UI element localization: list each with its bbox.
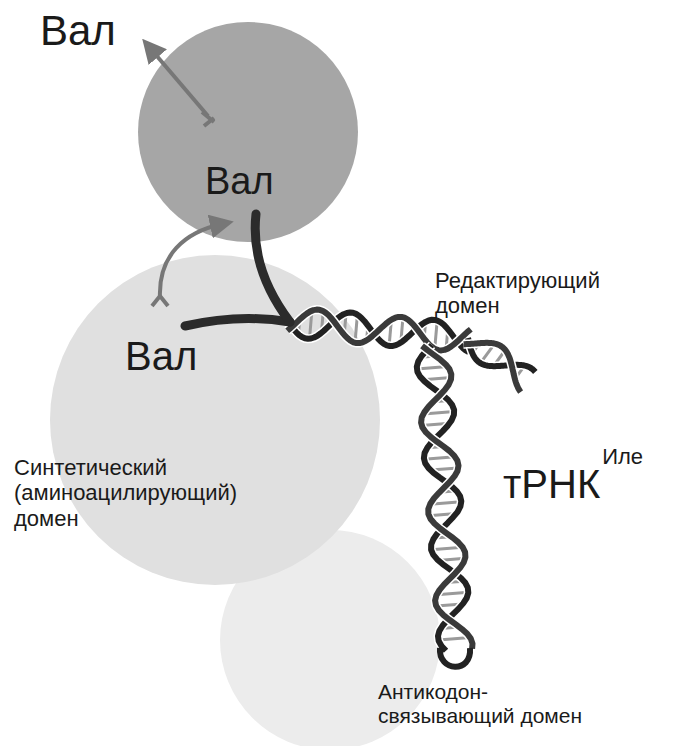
domain-label: Редактирующий домен [435, 268, 620, 319]
amino-acid: Вал [125, 336, 197, 376]
domain-label: Синтетический (аминоацилирующий) домен [14, 455, 229, 531]
amino-acid: Вал [205, 162, 274, 200]
circle-shape [138, 22, 358, 242]
amino-acid: Вал [40, 10, 116, 52]
domain-circle: Синтетический (аминоацилирующий) домен [50, 255, 380, 585]
trna-name: тРНК [503, 464, 600, 504]
trna-superscript: Иле [602, 446, 643, 468]
circle-shape [50, 255, 380, 585]
domain-circle: Редактирующий домен [138, 22, 358, 242]
domain-label: Антикодон-связывающий домен [378, 680, 593, 728]
